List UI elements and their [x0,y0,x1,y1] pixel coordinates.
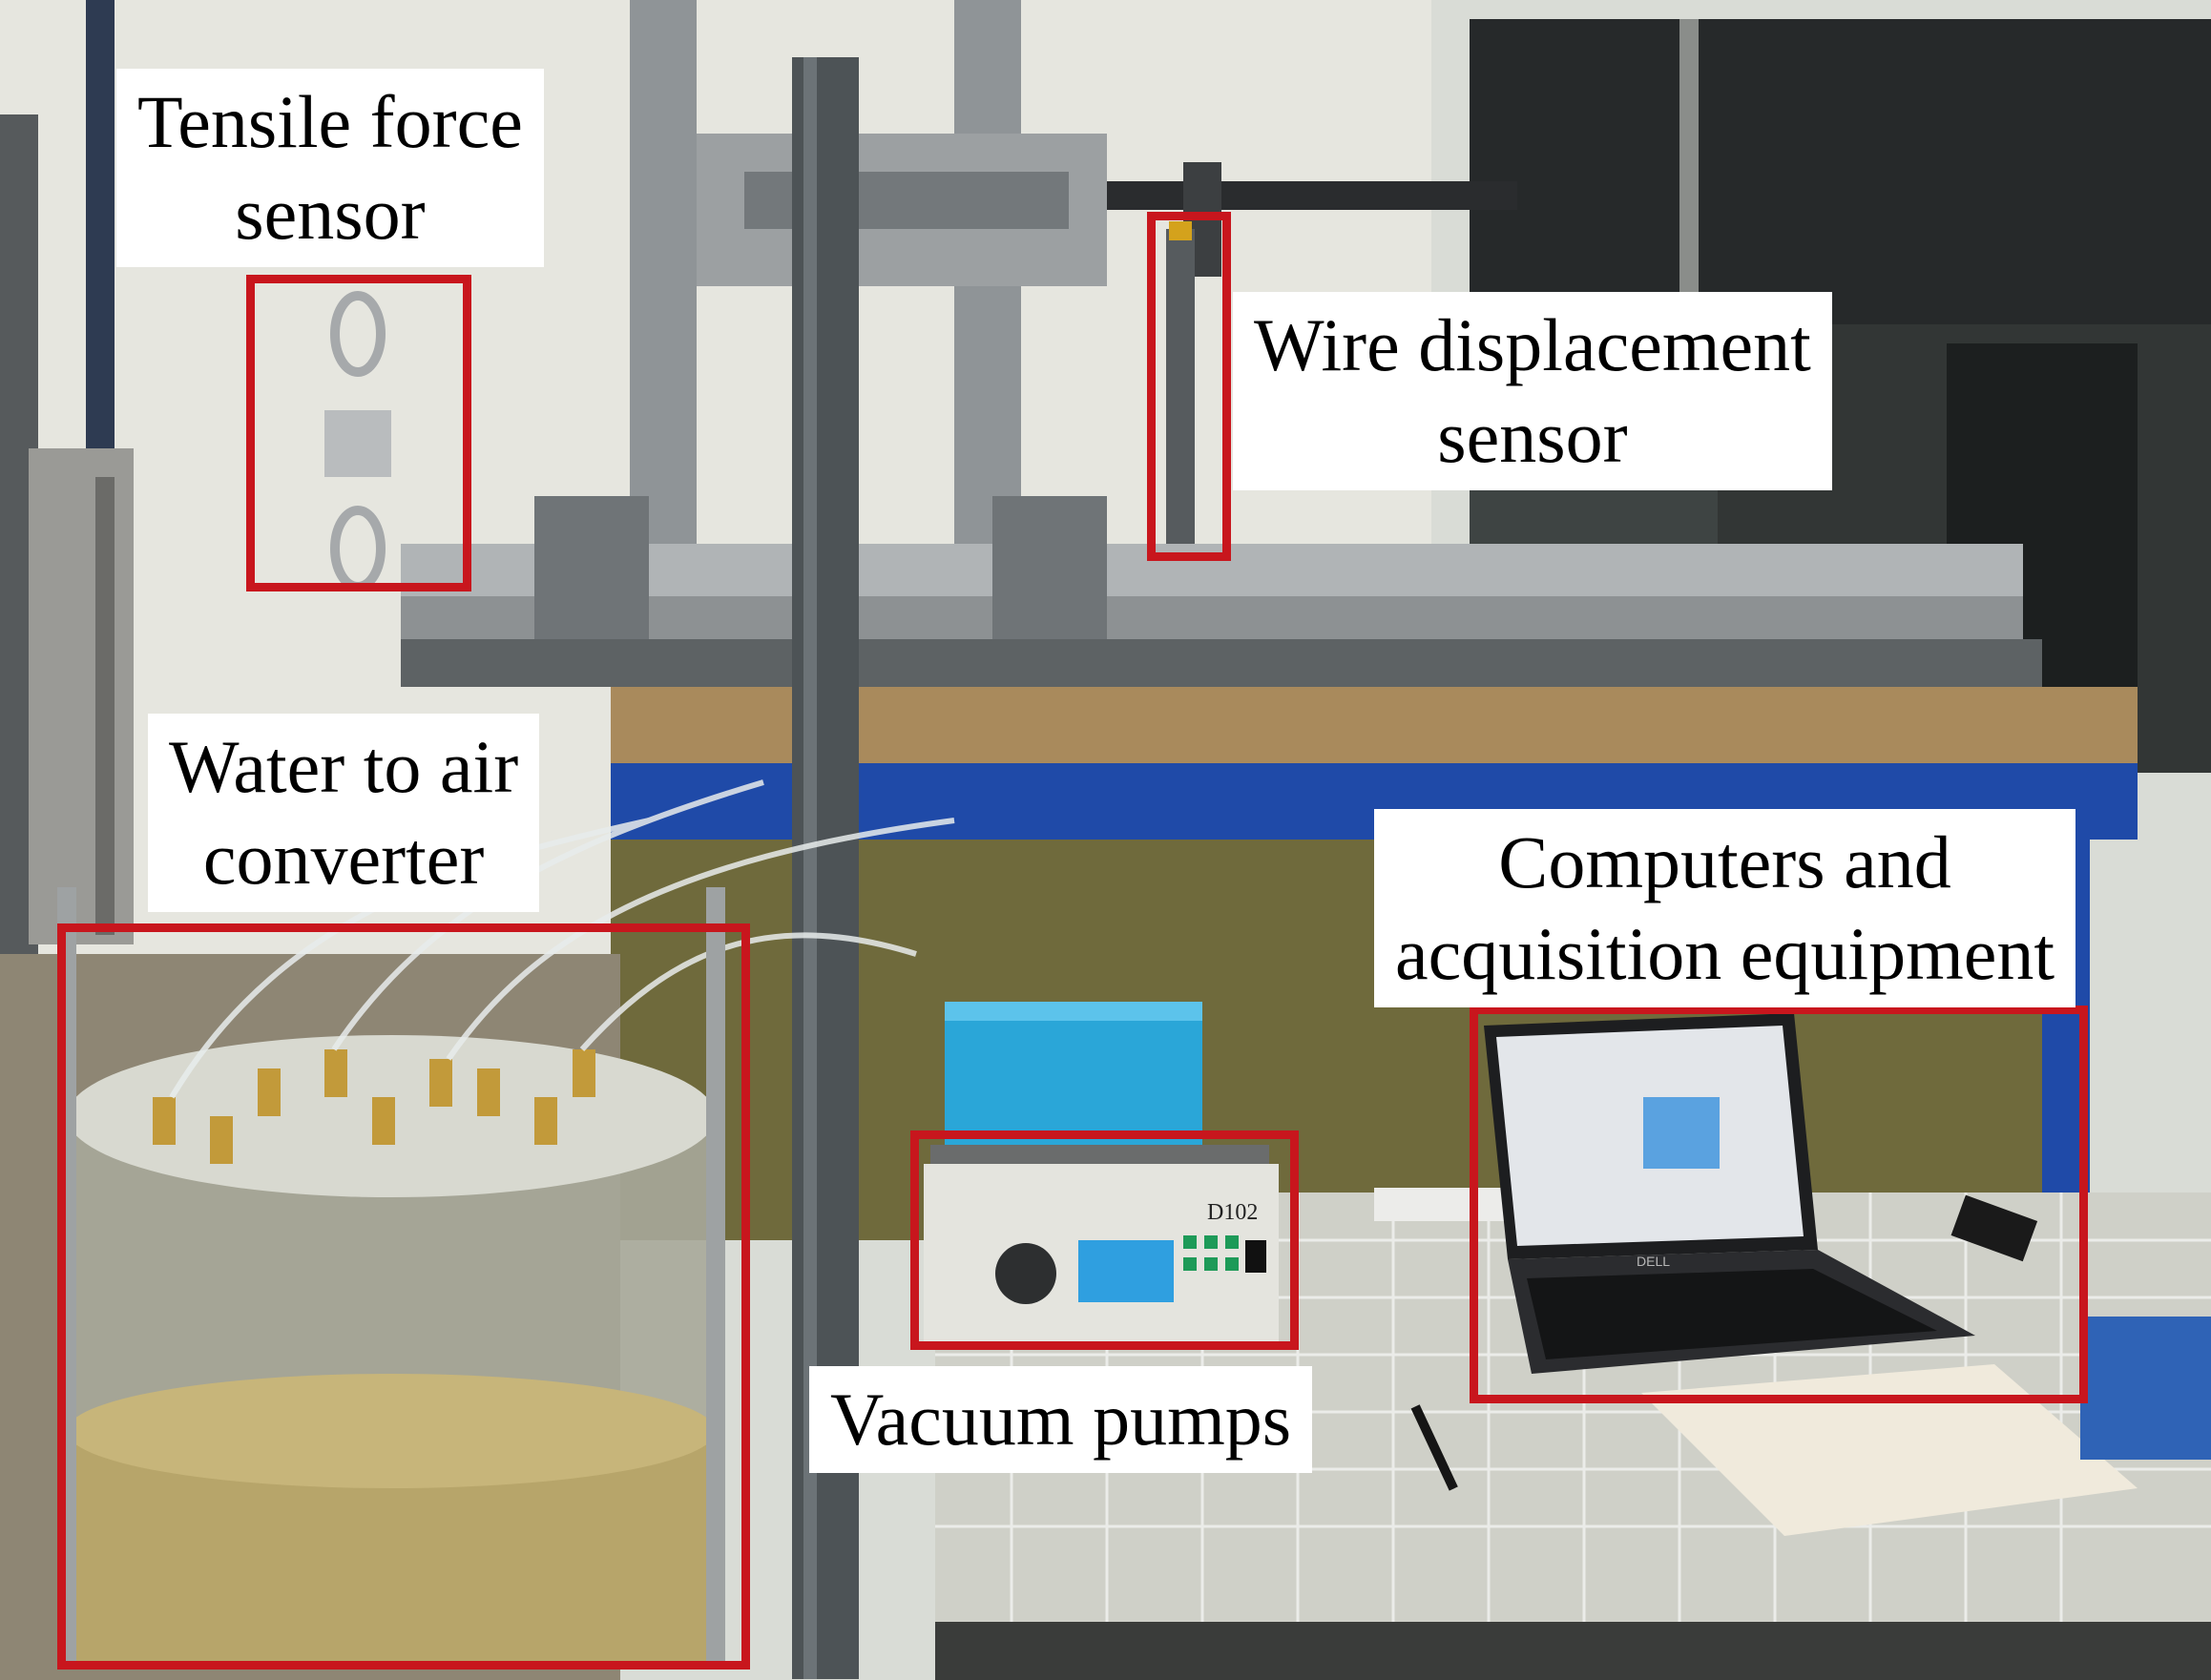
vacuum-pumps-box [910,1130,1299,1350]
computers-box [1470,1006,2088,1403]
computers-acquisition-label: Computers and acquisition equipment [1374,809,2076,1007]
vacuum-pump-blue-box [945,1002,1202,1154]
blue-sign [2080,1317,2211,1460]
wire-displacement-sensor-box [1147,212,1231,561]
tensile-force-sensor-box [246,275,471,591]
pump-display [1078,1240,1174,1302]
water-to-air-converter-box [57,923,750,1670]
notebook [1641,1364,2138,1536]
brass-valves [153,1049,595,1164]
window [1470,19,2211,324]
tensile-force-sensor-label: Tensile force sensor [116,69,544,267]
vacuum-pumps-label: Vacuum pumps [809,1366,1313,1473]
pump-tag: D102 [1207,1200,1258,1225]
water-to-air-converter-label: Water to air converter [148,714,540,912]
wire-displacement-sensor-label: Wire displacement sensor [1233,292,1832,490]
wire-sensor-body [1166,229,1195,544]
laptop-screen-image [1643,1097,1720,1169]
tensile-sensor-body [324,410,391,477]
laptop-brand: DELL [1637,1254,1670,1269]
pen [1410,1404,1458,1491]
